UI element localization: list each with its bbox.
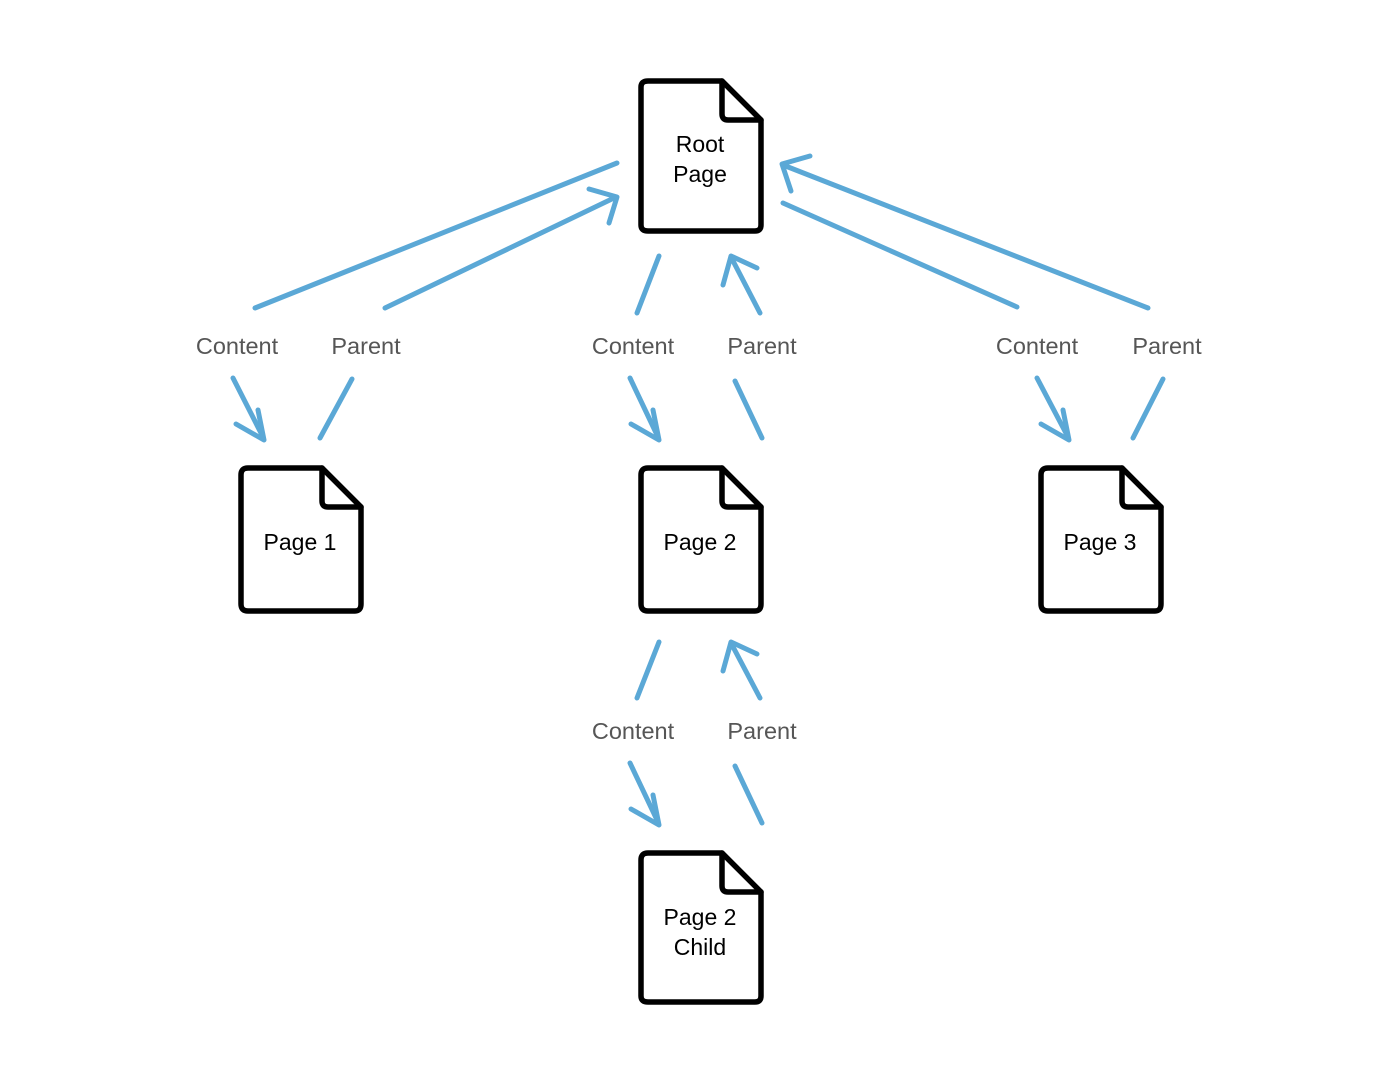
edge-label-parent-page1: Parent — [331, 333, 401, 359]
document-icon — [638, 465, 764, 614]
edge-label-content-page2child: Content — [592, 718, 675, 744]
arrowhead-icon — [779, 153, 813, 194]
edge-line-segment — [732, 763, 765, 826]
edge-line-segment — [780, 162, 1151, 311]
node-page-1[interactable]: Page 1 — [238, 465, 364, 614]
arrowhead-icon — [720, 253, 760, 288]
edge-page1-parent-root — [317, 186, 620, 441]
edge-line-segment — [634, 253, 662, 316]
node-root-page[interactable]: Root Page — [638, 78, 764, 234]
arrowhead-icon — [628, 407, 662, 443]
node-label-line1: Page 3 — [1064, 529, 1137, 555]
edge-label-parent-page2: Parent — [727, 333, 797, 359]
node-label-line2: Child — [674, 934, 726, 960]
edge-page3-parent-root — [779, 153, 1166, 441]
document-icon — [238, 465, 364, 614]
document-fold-icon — [319, 465, 364, 510]
edge-root-content-page1 — [230, 160, 620, 443]
edge-line-segment — [1034, 375, 1071, 440]
edge-line-segment — [230, 375, 266, 440]
node-page-2-child[interactable]: Page 2 Child — [638, 850, 764, 1005]
edge-label-content-page3: Content — [996, 333, 1079, 359]
document-icon — [1038, 465, 1164, 614]
edge-line-segment — [634, 639, 662, 701]
arrowhead-icon — [628, 792, 662, 828]
node-label-line1: Page 2 — [664, 529, 737, 555]
edge-line-segment — [317, 376, 355, 441]
edge-line-segment — [252, 160, 620, 311]
document-fold-icon — [719, 78, 764, 123]
edge-page2child-parent-page2 — [720, 639, 765, 826]
node-page-2[interactable]: Page 2 — [638, 465, 764, 614]
edge-line-segment — [382, 194, 619, 311]
node-label-line1: Page 2 — [664, 904, 737, 930]
arrowhead-icon — [720, 639, 760, 674]
edge-label-content-page1: Content — [196, 333, 279, 359]
document-fold-icon — [719, 465, 764, 510]
edge-root-content-page2 — [627, 253, 662, 443]
arrowhead-icon — [586, 186, 620, 226]
arrowhead-icon — [1038, 407, 1072, 443]
node-page-3[interactable]: Page 3 — [1038, 465, 1164, 614]
node-label-line1: Page 1 — [264, 529, 337, 555]
node-label-line2: Page — [673, 161, 727, 187]
edge-line-segment — [728, 640, 763, 701]
document-fold-icon — [1119, 465, 1164, 510]
edge-line-segment — [728, 254, 763, 316]
edge-label-parent-page3: Parent — [1132, 333, 1202, 359]
edge-label-content-page2: Content — [592, 333, 675, 359]
arrowhead-icon — [233, 407, 267, 443]
edge-line-segment — [627, 375, 661, 440]
edge-line-segment — [627, 760, 661, 825]
edge-page2-parent-root — [720, 253, 765, 441]
edge-line-segment — [732, 378, 765, 441]
edge-line-segment — [1130, 376, 1166, 441]
edge-line-segment — [780, 200, 1020, 310]
edge-root-content-page3 — [780, 200, 1072, 443]
edge-label-parent-page2child: Parent — [727, 718, 797, 744]
edge-page2-content-page2child — [627, 639, 662, 828]
document-fold-icon — [719, 850, 764, 895]
node-label-line1: Root — [676, 131, 725, 157]
